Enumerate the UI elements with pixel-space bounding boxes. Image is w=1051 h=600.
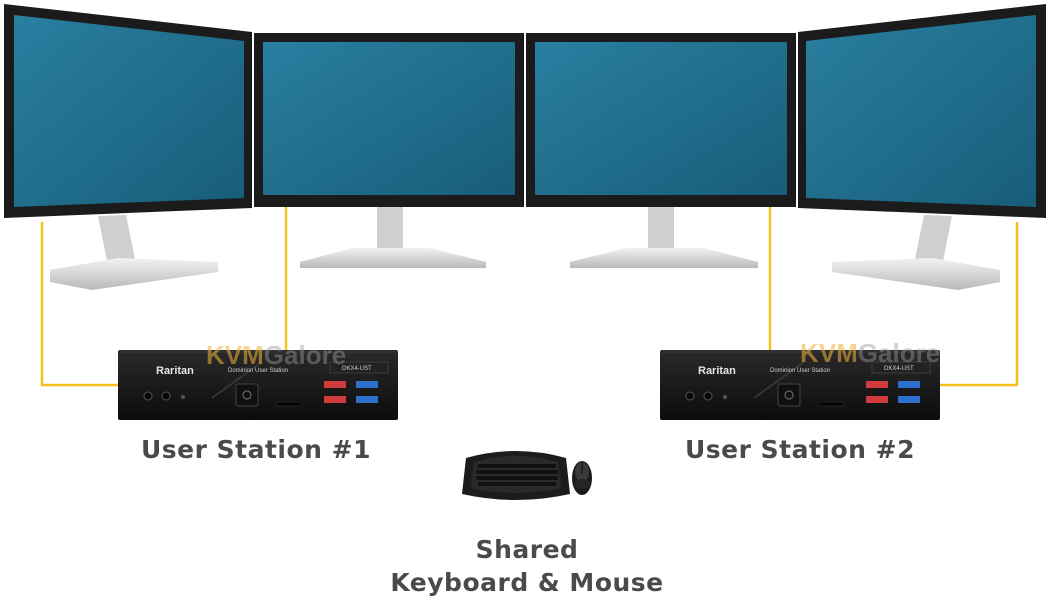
watermark-2-part1: KVM — [800, 338, 858, 368]
audio-jack — [685, 391, 695, 401]
monitor-3-stand — [570, 207, 758, 268]
monitor-2-stand — [300, 207, 486, 268]
user-station-2-brand: Raritan — [698, 365, 736, 377]
watermark-1: KVMGalore — [206, 340, 346, 370]
usb-port-red — [324, 396, 346, 403]
usb-port-blue — [898, 381, 920, 388]
power-button — [777, 383, 801, 407]
keyboard — [462, 451, 570, 500]
cables — [40, 206, 1019, 387]
usb-port-blue — [356, 381, 378, 388]
monitor-2-screen — [263, 42, 515, 195]
monitor-4 — [798, 4, 1046, 290]
watermark-1-part2: Galore — [264, 340, 346, 370]
shared-label-line2: Keyboard & Mouse — [390, 568, 663, 597]
audio-jack — [143, 391, 153, 401]
watermark-2-part2: Galore — [858, 338, 940, 368]
usb-port-red — [866, 396, 888, 403]
cable-monitor-1 — [40, 222, 118, 387]
user-station-2-label: User Station #2 — [685, 435, 915, 464]
user-station-1-label: User Station #1 — [141, 435, 371, 464]
monitor-1-screen — [14, 15, 244, 207]
usb-port-red — [866, 381, 888, 388]
audio-jack — [703, 391, 713, 401]
keyboard-keys — [476, 464, 558, 486]
user-station-2-device: Raritan Dominion User Station DKX4-UST — [660, 350, 940, 420]
monitor-4-stand — [832, 215, 1000, 290]
user-station-1-device: Raritan Dominion User Station DKX4-UST — [118, 350, 398, 420]
monitor-1 — [4, 4, 252, 290]
user-station-1-brand: Raritan — [156, 365, 194, 377]
monitor-1-stand — [50, 215, 218, 290]
shared-label-line1: Shared — [476, 535, 579, 564]
user-station-1-model: DKX4-UST — [342, 366, 372, 372]
usb-port-blue — [356, 396, 378, 403]
watermark-1-part1: KVM — [206, 340, 264, 370]
cable-monitor-4 — [940, 222, 1019, 387]
svg-text:KVMGalore: KVMGalore — [800, 338, 940, 368]
svg-text:KVMGalore: KVMGalore — [206, 340, 346, 370]
monitor-3 — [526, 33, 796, 268]
user-station-1-subtitle: Dominion User Station — [228, 368, 288, 374]
usb-port-red — [324, 381, 346, 388]
power-button — [235, 383, 259, 407]
usb-port-blue — [898, 396, 920, 403]
mouse — [572, 461, 592, 495]
monitor-2 — [254, 33, 524, 268]
watermark-2: KVMGalore — [800, 338, 940, 368]
user-station-2-model: DKX4-UST — [884, 366, 914, 372]
user-station-2-subtitle: Dominion User Station — [770, 368, 830, 374]
monitor-4-screen — [806, 15, 1036, 207]
audio-jack — [161, 391, 171, 401]
monitor-3-screen — [535, 42, 787, 195]
